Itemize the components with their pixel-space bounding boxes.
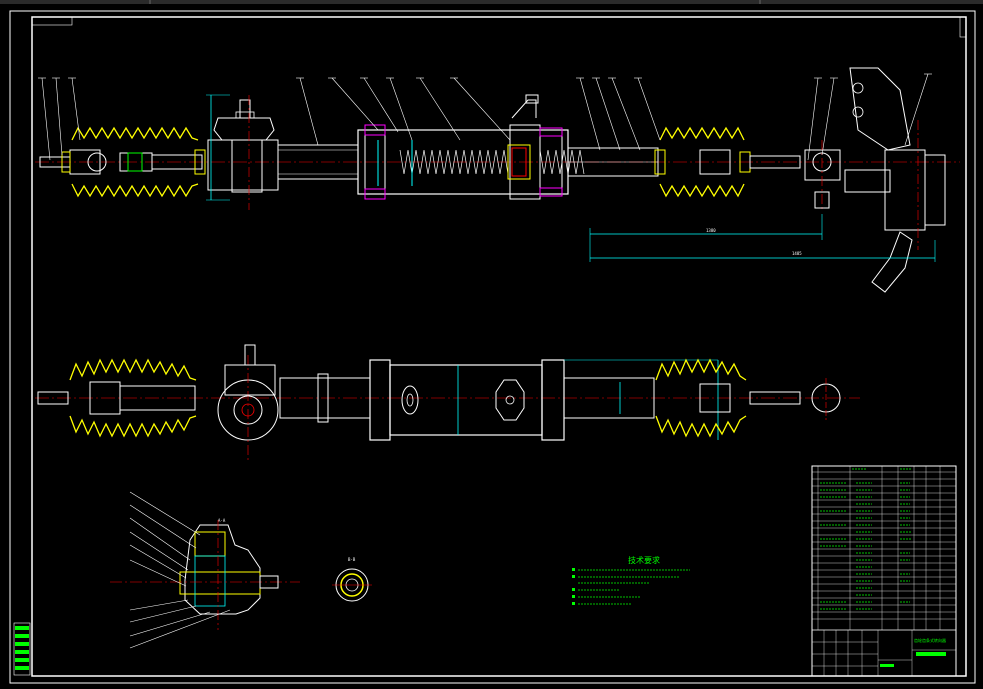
left-boot-top bbox=[71, 126, 199, 141]
drawing-border-outer bbox=[9, 10, 976, 684]
tech-requirements-title: 技术要求 bbox=[628, 555, 660, 565]
pinion-section-view: A-A B-B bbox=[110, 491, 372, 649]
corner-tag-top-right bbox=[959, 16, 967, 38]
left-boot-bottom bbox=[71, 183, 199, 198]
dim-text-1: 1380 bbox=[706, 228, 716, 233]
right-boot-bottom bbox=[659, 183, 745, 198]
dim-text-2: 1485 bbox=[792, 251, 802, 256]
parts-list-table: 齿轮齿条式转向器 bbox=[811, 465, 957, 677]
revision-table bbox=[13, 622, 31, 676]
title-block-title: 齿轮齿条式转向器 bbox=[914, 637, 946, 643]
drawing-border-inner bbox=[31, 16, 967, 677]
top-leader-lines bbox=[38, 73, 932, 161]
middle-assembly-view bbox=[35, 344, 860, 460]
corner-tag-top-left bbox=[31, 16, 73, 26]
top-assembly-view: 1380 1485 bbox=[35, 67, 960, 293]
left-view-label: B-B bbox=[348, 557, 356, 562]
right-boot-top bbox=[659, 126, 745, 141]
section-label: A-A bbox=[218, 518, 226, 523]
technical-requirements: 技术要求 bbox=[572, 555, 690, 605]
top-strip bbox=[0, 0, 983, 4]
